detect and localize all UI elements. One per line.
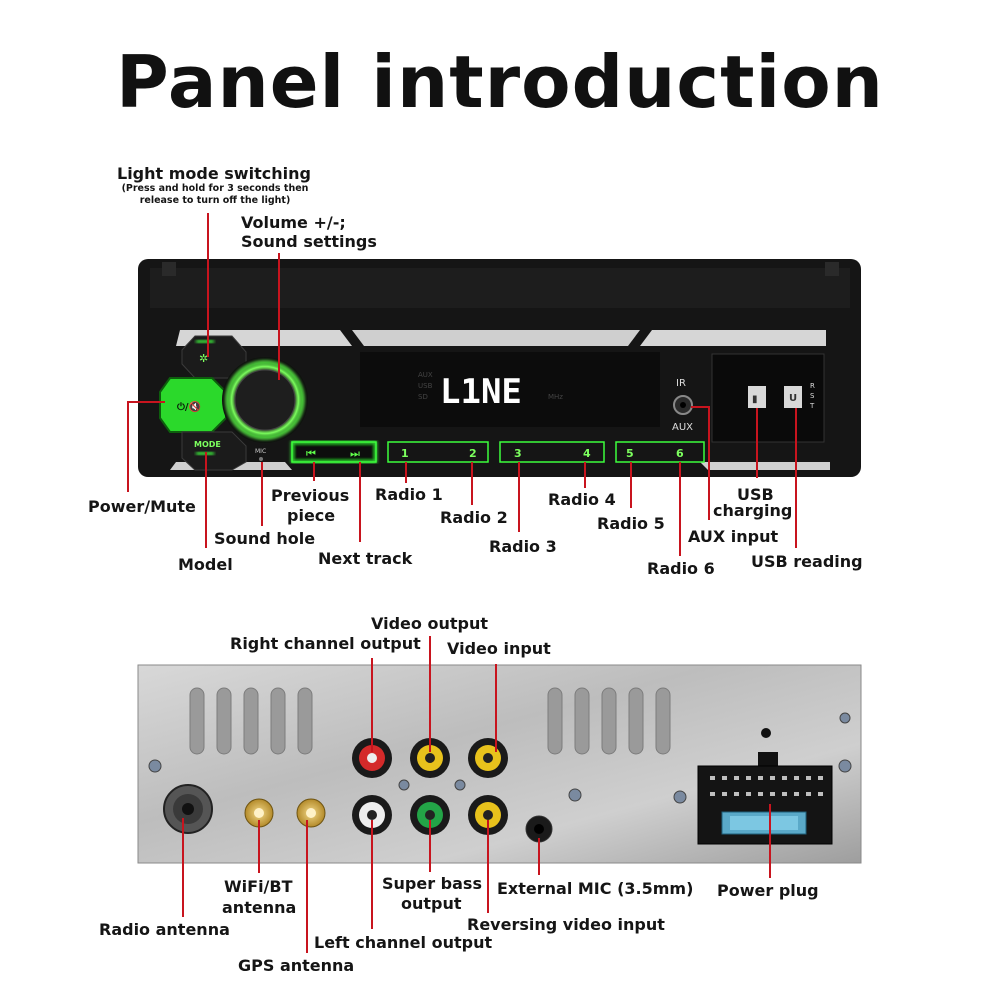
label-super-bass-2: output bbox=[401, 894, 462, 913]
rear-callout-lines bbox=[182, 636, 771, 953]
label-usb-charging-1: USB bbox=[737, 485, 774, 504]
label-video-input: Video input bbox=[447, 639, 551, 658]
label-external-mic: External MIC (3.5mm) bbox=[497, 879, 694, 898]
front-callout-lines bbox=[127, 213, 797, 556]
key-4-label: 4 bbox=[583, 447, 591, 460]
label-radio-1: Radio 1 bbox=[375, 485, 443, 504]
prev-next-key[interactable] bbox=[291, 441, 377, 463]
display-tag-sd: SD bbox=[418, 393, 428, 401]
label-aux-input: AUX input bbox=[688, 527, 779, 546]
label-radio-4: Radio 4 bbox=[548, 490, 616, 509]
display-readout: L1NE bbox=[440, 372, 522, 412]
display-tag-usb: USB bbox=[418, 382, 433, 390]
label-video-output: Video output bbox=[371, 614, 488, 633]
label-volume-1: Volume +/-; bbox=[241, 213, 346, 232]
label-radio-6: Radio 6 bbox=[647, 559, 715, 578]
label-radio-2: Radio 2 bbox=[440, 508, 508, 527]
battery-icon: ▮ bbox=[752, 394, 758, 405]
light-icon[interactable]: ✲ bbox=[199, 352, 208, 365]
next-icon[interactable]: ⏭ bbox=[350, 447, 360, 460]
display-tag-aux: AUX bbox=[418, 371, 433, 379]
rst-label: R bbox=[810, 382, 815, 390]
ir-label: IR bbox=[676, 378, 686, 389]
usb-reading-port[interactable] bbox=[784, 386, 802, 408]
mic-label: MIC bbox=[255, 448, 266, 455]
key-1-label: 1 bbox=[401, 447, 409, 460]
label-wifi-bt-1: WiFi/BT bbox=[224, 877, 293, 896]
key-2-label: 2 bbox=[469, 447, 477, 460]
usb-charging-port[interactable] bbox=[748, 386, 766, 408]
label-light-mode-note-2: release to turn off the light) bbox=[139, 195, 291, 206]
label-power-mute: Power/Mute bbox=[88, 497, 196, 516]
label-volume-2: Sound settings bbox=[241, 232, 377, 251]
sound-hole bbox=[259, 457, 263, 461]
label-gps-antenna: GPS antenna bbox=[238, 956, 355, 975]
label-right-channel: Right channel output bbox=[230, 634, 421, 653]
label-wifi-bt-2: antenna bbox=[222, 898, 297, 917]
label-radio-3: Radio 3 bbox=[489, 537, 557, 556]
label-model: Model bbox=[178, 555, 233, 574]
label-power-plug: Power plug bbox=[717, 881, 819, 900]
display-tag-mhz: MHz bbox=[548, 393, 563, 401]
label-left-channel: Left channel output bbox=[314, 933, 493, 952]
label-sound-hole: Sound hole bbox=[214, 529, 316, 548]
key-3-4[interactable] bbox=[499, 441, 605, 463]
label-usb-charging-2: charging bbox=[713, 501, 793, 520]
label-radio-antenna: Radio antenna bbox=[99, 920, 230, 939]
key-3-label: 3 bbox=[514, 447, 522, 460]
page-title: Panel introduction bbox=[116, 40, 884, 124]
usb-u-label: U bbox=[789, 393, 797, 404]
label-previous-2: piece bbox=[287, 506, 336, 525]
aux-label: AUX bbox=[672, 422, 693, 433]
key-6-label: 6 bbox=[676, 447, 684, 460]
label-next-track: Next track bbox=[318, 549, 413, 568]
svg-text:T: T bbox=[809, 402, 815, 410]
label-light-mode: Light mode switching bbox=[117, 164, 311, 183]
label-light-mode-note-1: (Press and hold for 3 seconds then bbox=[121, 183, 309, 194]
front-panel: L1NE AUX USB SD MHz ✲ ⏻/🔇 MODE MIC ⏮ ⏭ 1… bbox=[138, 259, 861, 477]
rear-panel bbox=[137, 664, 862, 864]
label-previous-1: Previous bbox=[271, 486, 350, 505]
previous-icon[interactable]: ⏮ bbox=[306, 447, 316, 460]
label-radio-5: Radio 5 bbox=[597, 514, 665, 533]
key-5-label: 5 bbox=[626, 447, 634, 460]
key-1-2[interactable] bbox=[387, 441, 489, 463]
power-mute-button[interactable]: ⏻/🔇 bbox=[177, 400, 201, 413]
label-super-bass-1: Super bass bbox=[382, 874, 482, 893]
key-5-6[interactable] bbox=[615, 441, 705, 463]
label-usb-reading: USB reading bbox=[751, 552, 863, 571]
label-reversing-video: Reversing video input bbox=[467, 915, 665, 934]
mode-button[interactable]: MODE bbox=[194, 440, 221, 449]
svg-text:S: S bbox=[810, 392, 815, 400]
